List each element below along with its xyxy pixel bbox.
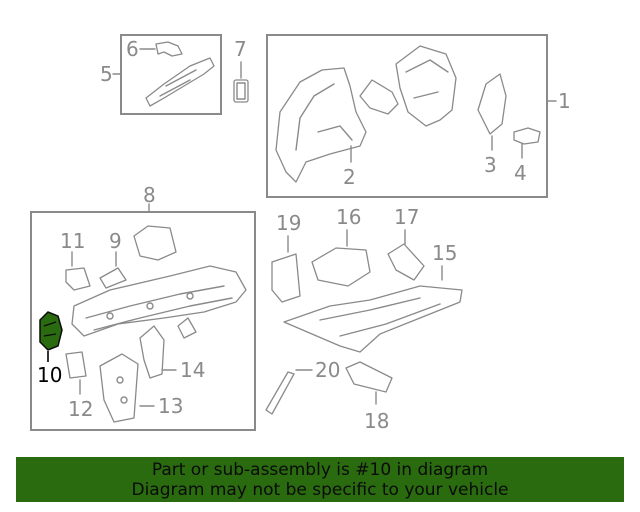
part-3-brace <box>477 73 507 135</box>
part-20-rod <box>265 371 295 415</box>
part-17-bracket <box>387 243 425 281</box>
part-7-plate <box>233 79 249 103</box>
callout-16: 16 <box>336 205 361 229</box>
part-9-bracket <box>99 267 127 289</box>
callout-6: 6 <box>126 37 139 61</box>
part-14-bracket <box>139 325 165 379</box>
part-2-wheelhouse <box>275 67 367 183</box>
callout-20: 20 <box>315 358 340 382</box>
part-upper-rail-bracket <box>359 79 399 115</box>
part-10-highlighted <box>39 311 63 351</box>
callout-13: 13 <box>158 394 183 418</box>
callout-5: 5 <box>100 62 113 86</box>
callout-2: 2 <box>343 165 356 189</box>
callout-1: 1 <box>558 89 571 113</box>
callout-14: 14 <box>180 358 205 382</box>
callout-19: 19 <box>276 211 301 235</box>
callout-9: 9 <box>109 229 122 253</box>
callout-3: 3 <box>484 153 497 177</box>
part-18-reinforcement <box>345 361 393 393</box>
callout-10: 10 <box>37 363 62 387</box>
part-6-bracket <box>155 41 183 57</box>
part-5-rail <box>145 57 215 107</box>
callout-17: 17 <box>394 205 419 229</box>
part-strut-tower <box>395 45 457 127</box>
callout-11: 11 <box>60 229 85 253</box>
group-1-box <box>266 34 548 198</box>
callout-7: 7 <box>234 37 247 61</box>
callout-4: 4 <box>514 161 527 185</box>
part-11-bracket <box>65 267 91 291</box>
callout-18: 18 <box>364 409 389 433</box>
part-16-bracket <box>311 247 371 287</box>
part-frame-rail-assembly <box>71 265 247 337</box>
callout-12: 12 <box>68 397 93 421</box>
part-12-bracket <box>65 351 87 379</box>
part-19-panel <box>271 253 301 303</box>
notice-line-1: Part or sub-assembly is #10 in diagram <box>151 460 489 480</box>
callout-15: 15 <box>432 241 457 265</box>
part-15-rail <box>283 285 463 353</box>
group-8-box <box>30 211 256 431</box>
notice-line-2: Diagram may not be specific to your vehi… <box>131 480 509 500</box>
part-13-support <box>99 353 139 423</box>
callout-8: 8 <box>143 183 156 207</box>
part-small-bracket <box>177 317 197 339</box>
part-apron-upper <box>133 225 177 261</box>
part-4-clip <box>513 127 541 145</box>
notice-banner: Part or sub-assembly is #10 in diagram D… <box>16 457 624 502</box>
